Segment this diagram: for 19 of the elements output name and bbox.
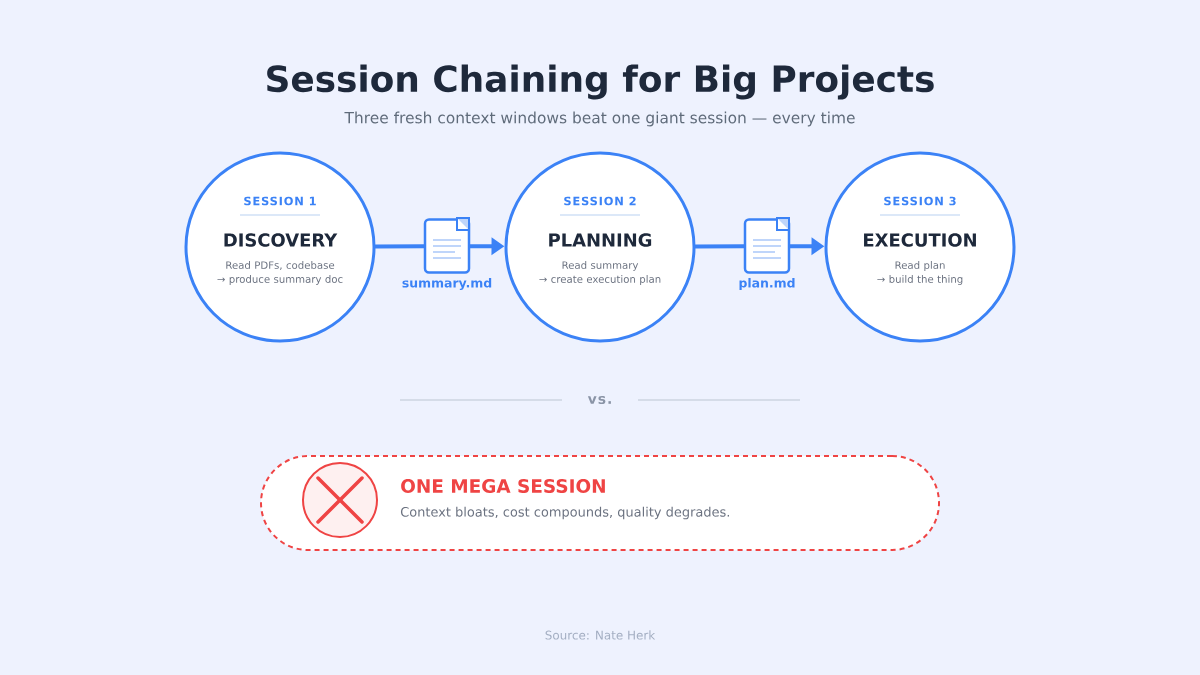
file-label: plan.md — [739, 277, 795, 291]
separator-text: vs. — [587, 396, 611, 404]
session-label: SESSION 3 — [884, 196, 956, 206]
pill-description: Context bloats, cost compounds, quality degrades. — [400, 506, 729, 520]
session-description: Read summary → create execution plan — [539, 261, 661, 285]
session-heading: EXECUTION — [864, 233, 976, 247]
session-heading: DISCOVERY — [224, 233, 338, 247]
session-label: SESSION 1 — [244, 196, 316, 206]
session-heading: PLANNING — [549, 233, 652, 247]
subtitle: Three fresh context windows beat one giant session — every time — [344, 111, 855, 127]
session-description: Read PDFs, codebase → produce summary doc — [217, 261, 343, 285]
connector-line — [373, 244, 426, 249]
title: Session Chaining for Big Projects — [267, 64, 934, 100]
pill-heading: ONE MEGA SESSION — [401, 479, 605, 493]
session-label: SESSION 2 — [564, 196, 636, 206]
source-note: Source: Nate Herk — [545, 630, 656, 640]
connector-line — [693, 244, 746, 249]
session-description: Read plan → build the thing — [877, 261, 963, 285]
file-label: summary.md — [402, 277, 492, 291]
